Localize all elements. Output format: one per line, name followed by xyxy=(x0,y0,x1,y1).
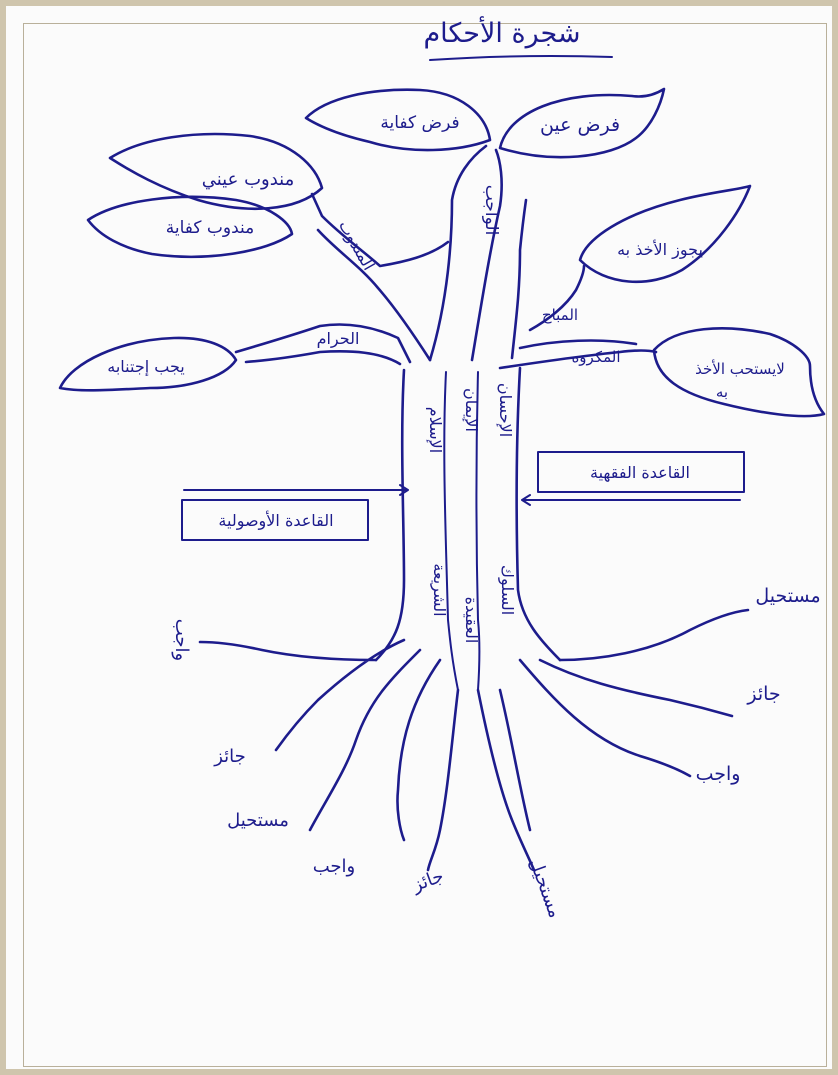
branch-haram-label: الحرام xyxy=(317,329,360,349)
root-mustahil-bottom: مستحيل xyxy=(525,855,566,920)
branch-wajib xyxy=(430,146,502,360)
leaf-yajuz-akhdh xyxy=(580,186,750,282)
root-jaiz-right: جائز xyxy=(746,683,780,705)
trunk-suluk-label: السلوك xyxy=(497,565,517,615)
fiqhiyya-box-label: القاعدة الفقهية xyxy=(590,463,690,483)
leaf-yajuz-akhdh-label: يجوز الأخذ به xyxy=(617,239,703,260)
leaf-mandub-kifaya-label: مندوب كفاية xyxy=(166,218,255,238)
fiqhiyya-arrow xyxy=(522,495,740,505)
root-mustahil-right: مستحيل xyxy=(755,585,820,607)
usuliyya-arrow xyxy=(184,485,408,495)
leaf-yajib-ijtinab-label: يجب إجتنابه xyxy=(107,357,184,376)
leaf-fard-kifaya-label: فرض كفاية xyxy=(380,113,459,133)
leaf-la-yustahab-label-2: به xyxy=(716,383,728,401)
root-jaiz-bottom: جائز xyxy=(409,866,447,897)
trunk-iman-label: الإيمان xyxy=(462,388,481,432)
trunk-sharia-label: الشريعة xyxy=(429,563,449,616)
branch-mubah xyxy=(512,200,584,358)
title-underline xyxy=(430,56,612,60)
diagram-title: شجرة الأحكام xyxy=(423,15,580,49)
trunk-islam-label: الإسلام xyxy=(426,407,445,453)
roots-right xyxy=(500,610,748,830)
leaf-fard-ayn-label: فرض عين xyxy=(540,114,620,136)
root-jaiz-left: جائز xyxy=(213,746,246,767)
leaf-mandub-ayni-label: مندوب عيني xyxy=(202,169,295,190)
branch-makruh-label: المكروه xyxy=(571,348,620,366)
trunk-ihsan-label: الإحسان xyxy=(496,383,515,437)
trunk-divider-left xyxy=(444,372,458,690)
root-wajib-bottom: واجب xyxy=(313,856,356,877)
root-mustahil-left: مستحيل xyxy=(227,810,289,831)
root-wajib-left: واجب xyxy=(171,619,192,662)
branch-wajib-label: الواجب xyxy=(481,185,501,236)
leaf-la-yustahab-label-1: لايستحب الأخذ xyxy=(695,359,785,378)
trunk-aqida-label: العقيدة xyxy=(462,597,481,644)
usuliyya-box-label: القاعدة الأوصولية xyxy=(218,510,333,531)
branch-mubah-label: المباح xyxy=(542,306,578,324)
root-wajib-right: واجب xyxy=(696,763,741,785)
